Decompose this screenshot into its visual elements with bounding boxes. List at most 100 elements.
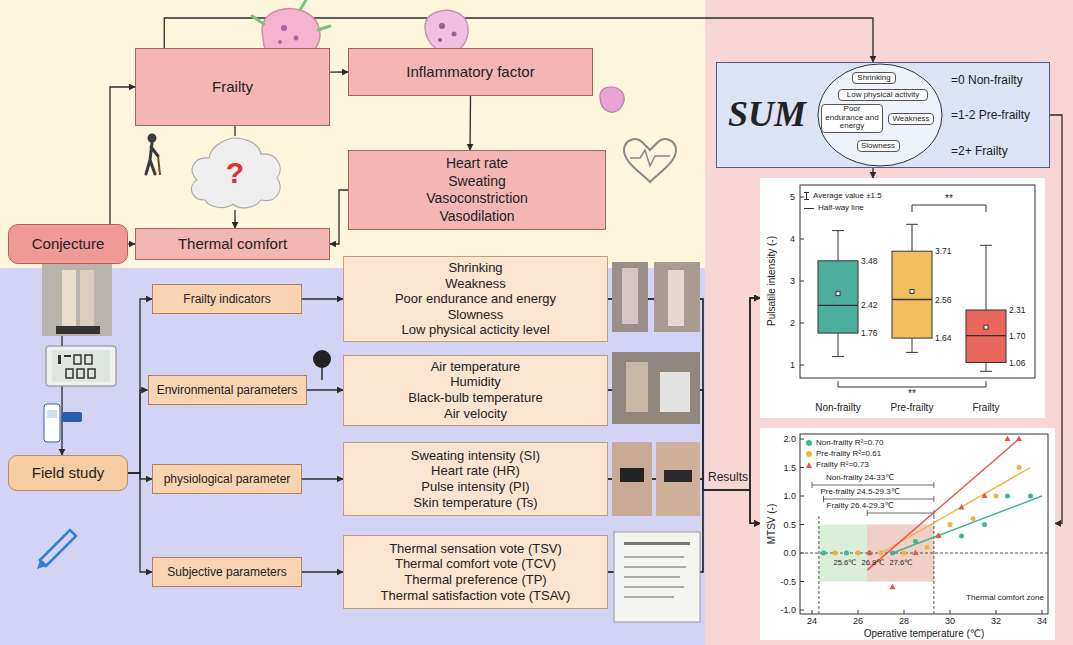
- connector: [128, 473, 152, 572]
- process-box: Frailty: [135, 48, 330, 126]
- scatter-chart: [821, 551, 826, 556]
- node-label: Low physical acticity level: [401, 322, 549, 338]
- sensor-device: [58, 355, 61, 364]
- node-label: Shrinking: [857, 74, 890, 83]
- tick-label: 1.0: [783, 491, 796, 502]
- photo: [42, 264, 112, 336]
- scatter-chart: [800, 434, 1048, 614]
- tick-label: 28: [899, 616, 909, 627]
- box-plot-chart: [906, 224, 918, 225]
- photo: [624, 576, 680, 578]
- detail-box: ShrinkingWeaknessPoor endurance and ener…: [343, 256, 608, 342]
- cell-picture: [281, 25, 287, 31]
- scatter-chart: [760, 428, 1055, 640]
- black-bulb-icon: [313, 350, 331, 380]
- scatter-chart: [971, 516, 976, 521]
- zone-label: Thermal comfort zone: [966, 593, 1044, 603]
- pen-icon: [37, 560, 46, 569]
- connector: [872, 168, 873, 178]
- scatter-chart: [833, 551, 838, 556]
- range-label: Frailty 26.4-29.3℃: [827, 501, 894, 511]
- scatter-chart: [867, 436, 1023, 590]
- cell-picture: [425, 10, 468, 52]
- node-label: Thermal sensation vote (TSV): [389, 541, 562, 557]
- connector: [469, 96, 471, 150]
- box-plot-chart: [760, 178, 1045, 418]
- scatter-chart: [881, 468, 1031, 554]
- scatter-chart: [1005, 436, 1011, 442]
- connector: [307, 389, 344, 390]
- node-label: Shrinking: [448, 260, 502, 276]
- node-label: Low physical activity: [847, 91, 919, 100]
- scatter-chart: [948, 522, 953, 527]
- scatter-chart: [856, 551, 861, 556]
- photo: [622, 268, 638, 324]
- value-label: 3.48: [861, 256, 878, 266]
- connector: [608, 298, 760, 572]
- start-box: Field study: [8, 455, 128, 491]
- box-plot-chart: [986, 363, 987, 372]
- scatter-chart: [913, 550, 919, 556]
- indicator-box: Low physical activity: [838, 89, 928, 101]
- legend-entry: Non-frailty R²=0.70: [806, 438, 883, 448]
- node-label: Frailty: [212, 78, 253, 96]
- legend-label: Half-way line: [818, 203, 864, 213]
- sum-symbol: SUM: [728, 93, 806, 136]
- box-plot-chart: [818, 305, 858, 306]
- question-cloud: ?: [185, 136, 285, 210]
- scatter-chart: [933, 482, 934, 488]
- box-plot-chart: [906, 352, 918, 353]
- box-plot-chart: [800, 323, 804, 324]
- sensor-device: [64, 355, 71, 357]
- legend-sample: [804, 192, 809, 200]
- box-plot-chart: [986, 245, 987, 310]
- photo: [624, 586, 684, 588]
- photo: [612, 262, 700, 332]
- photo: [668, 270, 684, 326]
- elderly-icon: [158, 156, 160, 175]
- significance-mark: **: [945, 193, 953, 205]
- cloud-outline: [191, 138, 280, 208]
- connector: [302, 571, 343, 572]
- tick-label: 1.5: [783, 462, 796, 473]
- scatter-chart: [904, 610, 905, 614]
- node-label: Poor endurance and energy: [824, 105, 880, 131]
- heart-icon: [630, 150, 670, 166]
- node-label: Conjecture: [32, 235, 105, 253]
- node-label: Environmental parameters: [157, 383, 298, 397]
- category-label: Pre-frailty: [891, 402, 934, 414]
- tick-label: 24: [807, 616, 817, 627]
- category-label: Non-frailty: [815, 402, 861, 414]
- sensor-device: [46, 346, 116, 386]
- anemometer-icon: [44, 404, 82, 442]
- photo: [664, 470, 692, 482]
- scatter-chart: [812, 485, 934, 486]
- photo: [42, 264, 112, 336]
- connector: [128, 390, 148, 473]
- value-label: 1.64: [935, 333, 952, 343]
- score-panel: [716, 62, 1050, 168]
- node-label: Slowness: [861, 142, 895, 151]
- legend-label: Non-frailty R²=0.70: [816, 438, 883, 448]
- tick-label: 30: [945, 616, 955, 627]
- tick-label: 0.5: [783, 519, 796, 530]
- box-plot-chart: [838, 231, 839, 261]
- axis-title: Operative temperature (℃): [864, 628, 985, 640]
- cell-picture: [600, 87, 624, 112]
- sensor-device: [46, 346, 116, 386]
- node-label: Subjective parameters: [167, 565, 286, 579]
- cell-picture: [439, 23, 445, 29]
- node-label: Thermal satisfaction vote (TSAV): [381, 588, 571, 604]
- tick-label: 34: [1037, 616, 1047, 627]
- legend-swatch: [806, 451, 812, 457]
- pen-icon: [37, 530, 76, 569]
- box-plot-chart: [800, 365, 804, 366]
- connector: [302, 298, 343, 299]
- cell-picture: [278, 40, 282, 44]
- tick-label: 2.0: [783, 434, 796, 445]
- category-label: Frailty: [972, 402, 999, 414]
- scatter-chart: [890, 584, 896, 590]
- tick-label: 3: [790, 276, 795, 287]
- legend-entry: Frailty R²=0.73: [806, 460, 869, 470]
- photo: [62, 270, 76, 328]
